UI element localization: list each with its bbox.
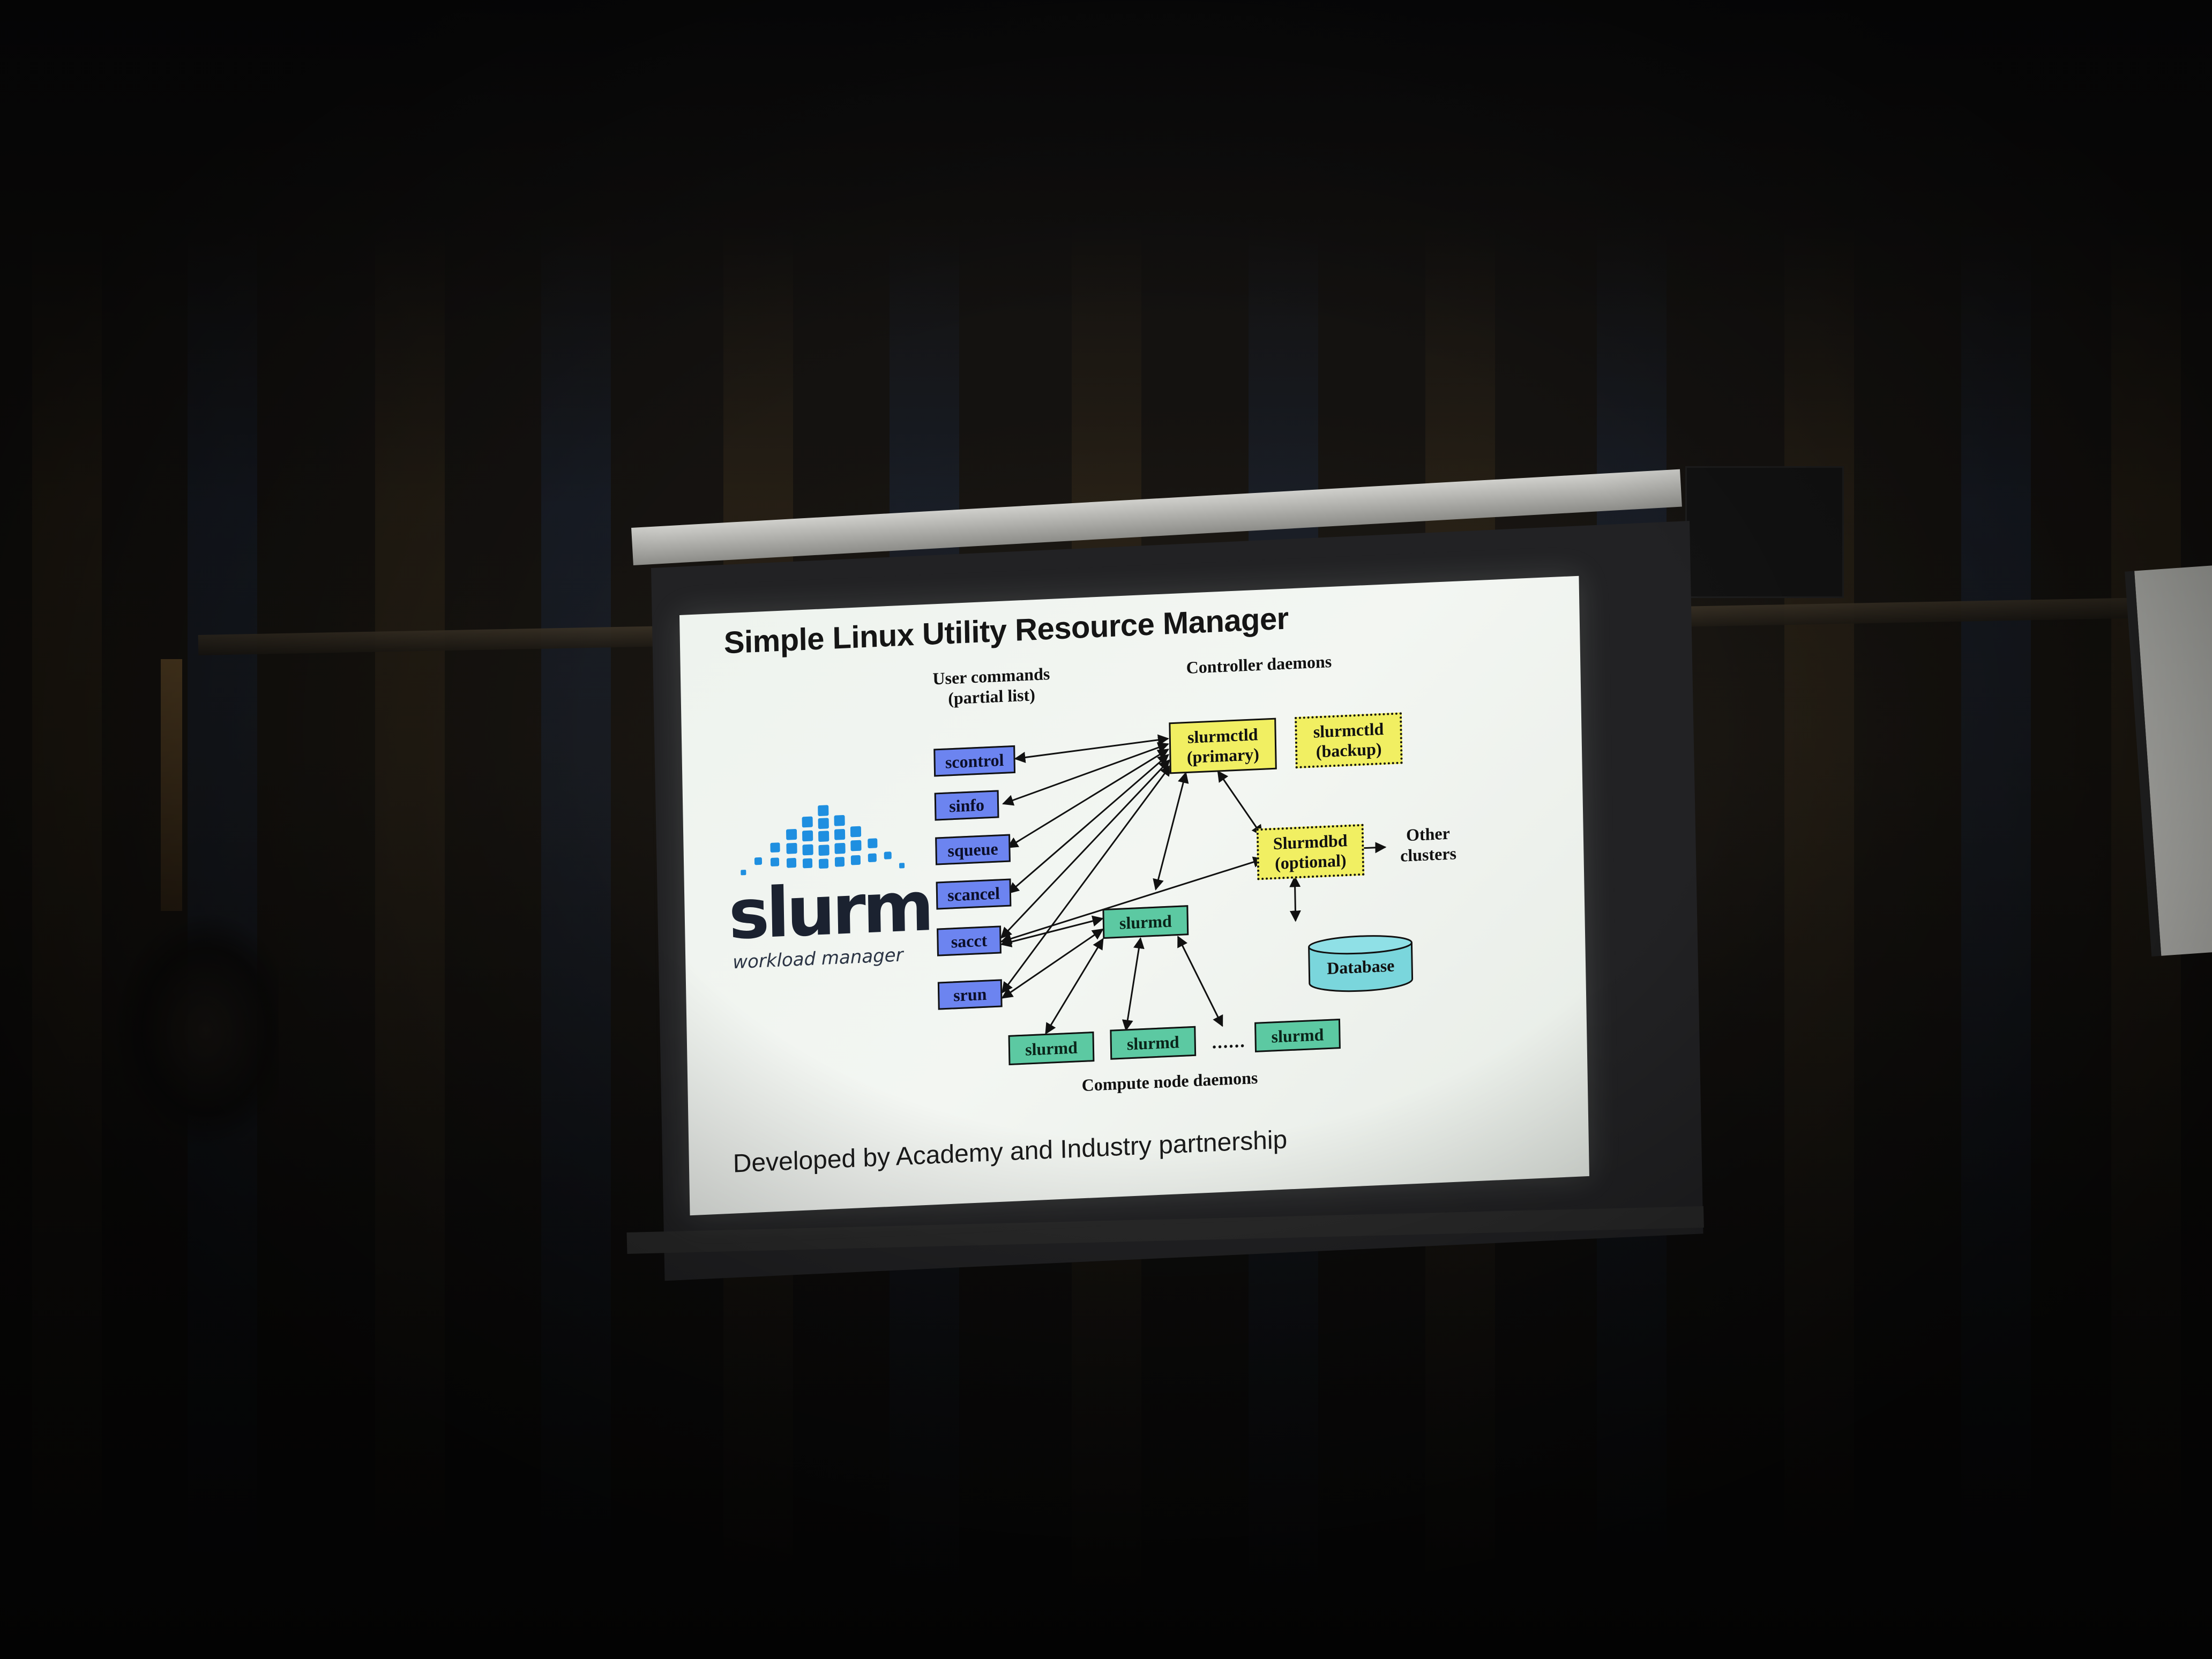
slurmdbd-optional: Slurmdbd (optional) [1256,824,1365,880]
user-commands-label: User commands (partial list) [932,663,1050,708]
cmd-scontrol: scontrol [933,745,1016,777]
slurmd-node1: slurmd [1008,1032,1095,1065]
wall-panel [375,225,445,1618]
cmd-squeue: squeue [935,834,1011,865]
slurmd-node3: slurmd [1254,1018,1341,1052]
arrow-slurmd-node3 [1177,936,1223,1027]
wall-panel [32,225,102,1618]
cmd-srun: srun [937,979,1003,1010]
slurmctld-primary: slurmctld (primary) [1169,718,1277,774]
slurm-wordmark: slurm [728,866,932,955]
cmd-scancel: scancel [936,878,1012,910]
wall-panel [541,225,611,1618]
other-clusters-label: Other clusters [1400,823,1457,866]
slurm-architecture-diagram: User commands (partial list) Controller … [916,641,1567,1130]
arrow-ctld-dbd [1217,770,1263,836]
door-frame [161,659,182,911]
database: Database [1306,932,1415,996]
arrow-ctld-slurmd [1153,772,1189,891]
arrow-slurmd-node2 [1122,937,1145,1032]
audience-silhouette [96,911,279,1659]
wall-panel [1784,225,1854,1618]
arrow-sinfo-ctld [1002,742,1170,806]
slide-title: Simple Linux Utility Resource Manager [723,601,1289,661]
cmd-sinfo: sinfo [934,790,999,821]
cmd-sacct: sacct [937,925,1002,956]
arrow-scancel-ctld [1007,754,1169,894]
wall-speaker [1685,466,1844,598]
arrow-slurmd-node1 [1045,938,1104,1035]
projected-slide: Simple Linux Utility Resource Manager [679,576,1589,1216]
wall-panel [1961,225,2031,1618]
compute-node-ellipsis: ...... [1212,1031,1246,1053]
slurmd-main: slurmd [1102,905,1189,939]
slurmctld-backup: slurmctld (backup) [1295,712,1403,769]
slide-footer: Developed by Academy and Industry partne… [733,1125,1288,1178]
slurmd-node2: slurmd [1110,1026,1197,1060]
slurm-logo: slurm workload manager [727,798,931,978]
arrow-scontrol-ctld [1014,734,1169,763]
